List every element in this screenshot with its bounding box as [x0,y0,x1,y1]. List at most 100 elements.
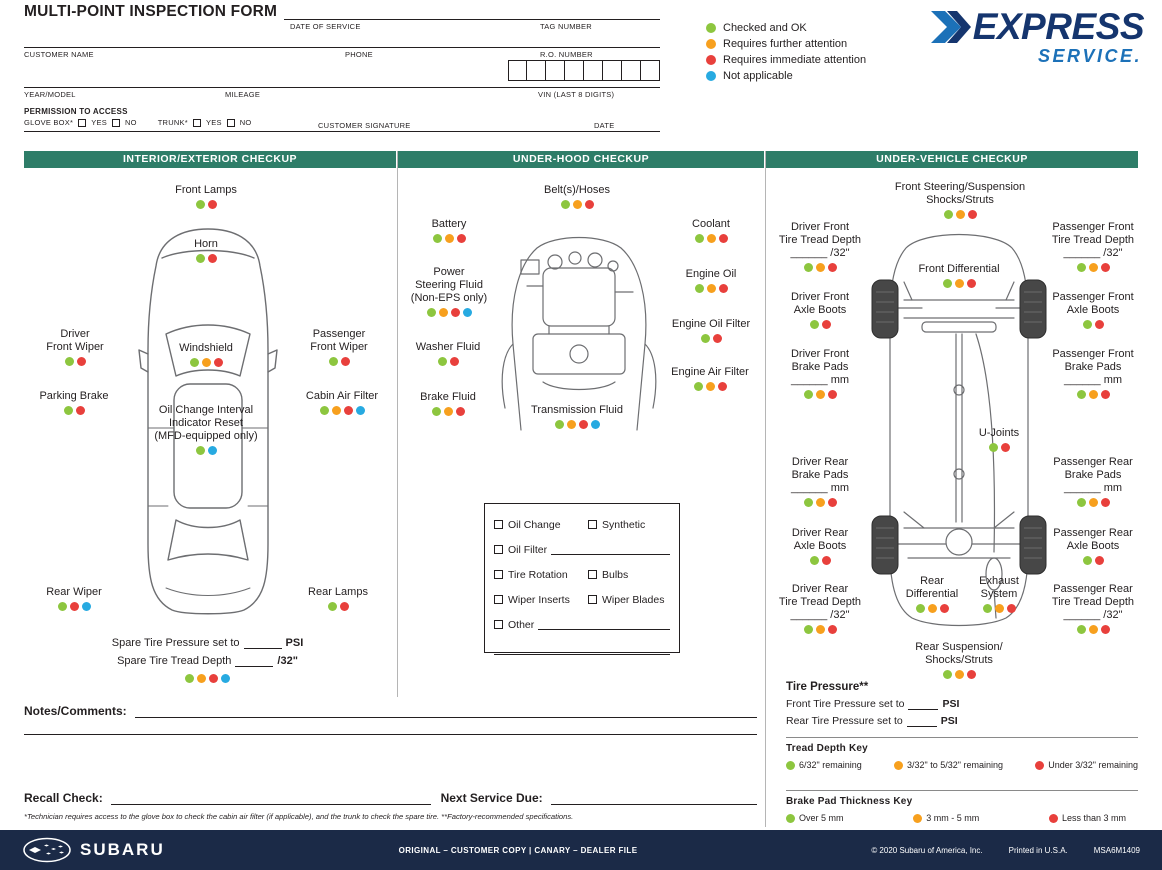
checkbox-tire-rotation[interactable] [494,570,503,579]
status-dot-red[interactable] [207,199,217,209]
status-dot-yellow[interactable] [954,669,964,679]
vin-input-grid[interactable] [508,60,660,81]
status-dots[interactable] [154,199,258,209]
status-dot-yellow[interactable] [815,389,825,399]
vin-cell[interactable] [603,60,622,81]
status-dot-green[interactable] [185,674,194,683]
status-dot-red[interactable] [75,405,85,415]
status-dot-blue[interactable] [355,405,365,415]
status-dot-yellow[interactable] [815,497,825,507]
status-dot-red[interactable] [939,603,949,613]
status-dot-red[interactable] [1094,319,1104,329]
status-dot-blue[interactable] [462,307,472,317]
rear-pressure-blank[interactable] [906,716,937,727]
next-service-blank[interactable] [550,794,757,805]
status-dots[interactable] [1048,319,1138,329]
status-dots[interactable] [900,278,1018,288]
status-dot-yellow[interactable] [444,233,454,243]
status-dots[interactable] [292,356,386,366]
recall-blank[interactable] [110,794,431,805]
status-dots[interactable] [26,405,122,415]
status-dot-red[interactable] [578,419,588,429]
vin-cell[interactable] [584,60,603,81]
status-dot-green[interactable] [803,624,813,634]
status-dot-green[interactable] [195,445,205,455]
spare-tread-blank[interactable] [235,656,274,667]
status-dot-green[interactable] [554,419,564,429]
status-dots[interactable] [664,333,758,343]
status-dot-blue[interactable] [207,445,217,455]
status-dot-blue[interactable] [221,674,230,683]
status-dot-green[interactable] [560,199,570,209]
other-blank[interactable] [538,619,670,630]
status-dot-yellow[interactable] [443,406,453,416]
status-dot-green[interactable] [700,333,710,343]
status-dot-red[interactable] [827,497,837,507]
status-dots[interactable] [416,233,482,243]
status-dot-yellow[interactable] [201,357,211,367]
vin-cell[interactable] [622,60,641,81]
status-dot-red[interactable] [340,356,350,366]
status-dot-green[interactable] [328,356,338,366]
status-dots[interactable] [776,497,864,507]
status-dots[interactable] [516,419,638,429]
status-dot-red[interactable] [209,674,218,683]
status-dot-blue[interactable] [81,601,91,611]
glovebox-no-checkbox[interactable] [111,118,120,127]
checkbox-wiper-inserts[interactable] [494,595,503,604]
status-dots[interactable] [405,307,493,317]
status-dot-green[interactable] [693,381,703,391]
status-dot-green[interactable] [437,356,447,366]
checkbox-bulbs[interactable] [588,570,597,579]
status-dot-yellow[interactable] [927,603,937,613]
status-dot-red[interactable] [213,357,223,367]
status-dots[interactable] [678,233,744,243]
status-dot-green[interactable] [915,603,925,613]
status-dot-red[interactable] [967,209,977,219]
status-dot-green[interactable] [319,405,329,415]
status-dot-red[interactable] [827,624,837,634]
status-dot-yellow[interactable] [705,381,715,391]
status-dots[interactable] [158,357,254,367]
status-dots[interactable] [776,555,864,565]
status-dot-red[interactable] [1100,262,1110,272]
status-dot-yellow[interactable] [706,283,716,293]
vin-cell[interactable] [527,60,546,81]
status-dot-red[interactable] [712,333,722,343]
status-dot-red[interactable] [456,233,466,243]
vin-cell[interactable] [508,60,527,81]
status-dot-red[interactable] [966,278,976,288]
status-dot-yellow[interactable] [331,405,341,415]
status-dot-green[interactable] [803,262,813,272]
checkbox-other[interactable] [494,620,503,629]
status-dot-green[interactable] [942,278,952,288]
status-dot-yellow[interactable] [954,278,964,288]
trunk-yes-checkbox[interactable] [192,118,201,127]
status-dots[interactable] [776,319,864,329]
status-dot-green[interactable] [64,356,74,366]
status-dots[interactable] [26,601,122,611]
status-dot-red[interactable] [1094,555,1104,565]
status-dot-red[interactable] [827,389,837,399]
status-dot-red[interactable] [1000,442,1010,452]
status-dot-red[interactable] [1100,624,1110,634]
status-dot-red[interactable] [718,233,728,243]
status-dot-red[interactable] [69,601,79,611]
status-dot-green[interactable] [694,283,704,293]
status-dots[interactable] [1048,624,1138,634]
status-dots[interactable] [960,442,1038,452]
status-dot-red[interactable] [76,356,86,366]
glovebox-yes-checkbox[interactable] [78,118,87,127]
status-dot-yellow[interactable] [815,262,825,272]
signature-line[interactable] [24,131,660,132]
status-dot-green[interactable] [809,555,819,565]
trunk-no-checkbox[interactable] [226,118,235,127]
status-dot-yellow[interactable] [566,419,576,429]
status-dots[interactable] [28,356,122,366]
status-dots[interactable] [290,601,386,611]
status-dot-red[interactable] [450,307,460,317]
status-dots[interactable] [776,624,864,634]
vin-cell[interactable] [565,60,584,81]
status-dot-green[interactable] [803,389,813,399]
status-dot-yellow[interactable] [1088,624,1098,634]
